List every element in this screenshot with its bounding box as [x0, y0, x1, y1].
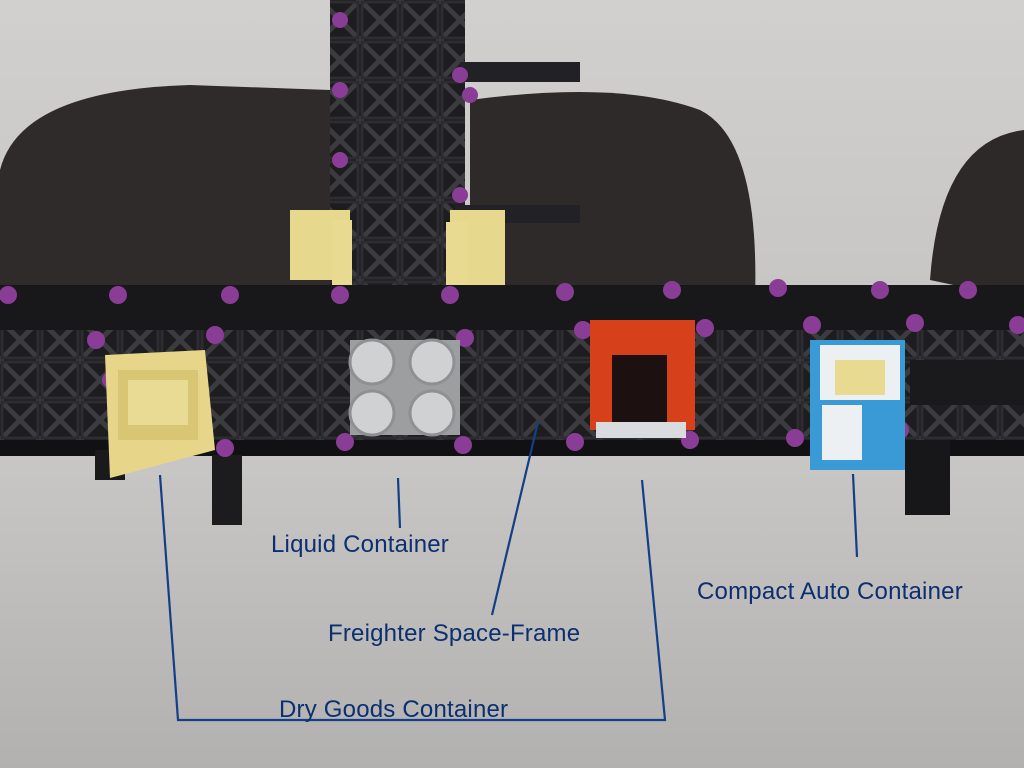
- liquid-container-label: Liquid Container: [271, 531, 449, 558]
- chair-right: [930, 130, 1024, 300]
- compact-auto-container: [810, 340, 1024, 470]
- leader-line-compact-auto: [851, 473, 859, 558]
- freighter-space-frame-label: Freighter Space-Frame: [328, 620, 581, 647]
- dry-goods-container-label: Dry Goods Container: [279, 696, 509, 723]
- chair-center: [470, 92, 756, 300]
- leader-line-space-frame: [490, 421, 540, 616]
- liquid-container: [348, 338, 460, 437]
- chair-left: [0, 85, 330, 300]
- leader-line-dry-goods: [158, 474, 667, 722]
- compact-auto-container-label: Compact Auto Container: [697, 578, 963, 605]
- dry-goods-container: [105, 350, 215, 478]
- red-container: [590, 320, 695, 438]
- leader-lines: [158, 421, 859, 722]
- leader-line-liquid: [396, 477, 402, 529]
